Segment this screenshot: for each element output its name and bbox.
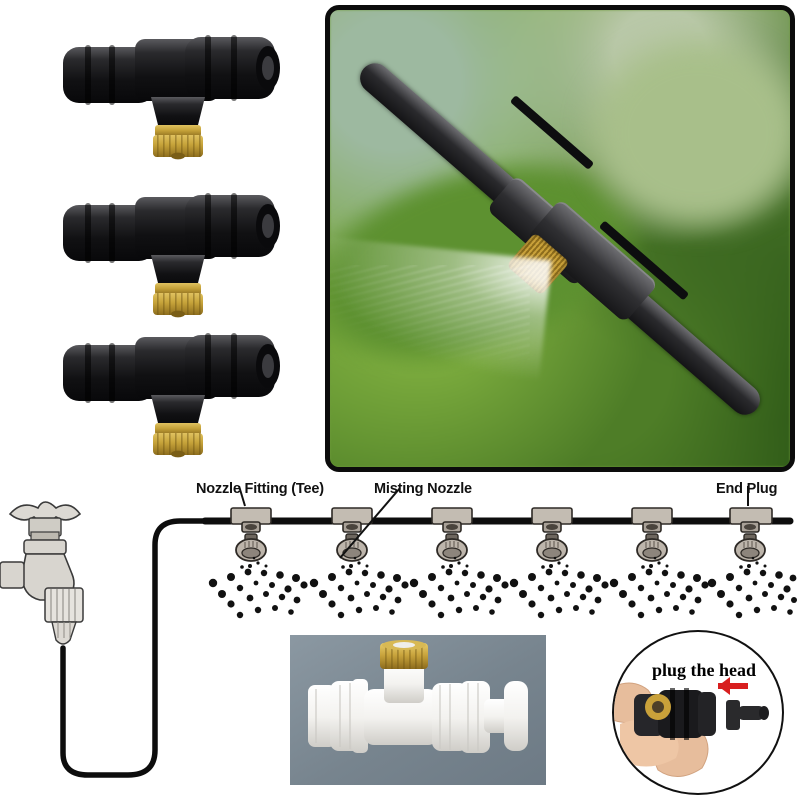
product-photo	[325, 5, 795, 472]
label-nozzle-fitting-tee: Nozzle Fitting (Tee)	[196, 481, 324, 497]
black-tee-fitting-1	[63, 35, 280, 160]
mist-cluster	[309, 556, 409, 619]
red-arrow-icon	[718, 677, 748, 695]
nozzle-assembly	[331, 507, 373, 562]
plug-the-head-caption: plug the head	[651, 660, 757, 680]
misting-system-diagram	[0, 485, 797, 778]
nozzle-assembly	[631, 507, 673, 562]
inset-circle: plug the head	[612, 630, 784, 795]
label-end-plug: End Plug	[716, 481, 778, 497]
mist-cluster	[509, 556, 609, 619]
mist-cluster	[707, 556, 797, 619]
garden-faucet	[0, 501, 84, 645]
black-tee-fitting-3	[63, 333, 280, 458]
nozzle-assembly-end-plug	[729, 507, 773, 562]
label-misting-nozzle: Misting Nozzle	[374, 481, 472, 497]
plug-the-head-inset: plug the head	[612, 630, 784, 795]
nozzle-assembly	[531, 507, 573, 562]
nozzle-assembly	[431, 507, 473, 562]
supply-hose	[60, 518, 243, 778]
mist-cluster	[409, 556, 509, 619]
nozzle-assembly	[230, 507, 272, 562]
mist-dots	[208, 556, 797, 619]
water-mist-streaks	[330, 265, 530, 360]
nozzle-assemblies	[230, 507, 773, 562]
mist-cluster	[609, 556, 709, 619]
mist-cluster	[208, 556, 308, 619]
leaf-blur-right	[578, 28, 790, 239]
leader-line-misting-nozzle	[339, 487, 401, 559]
white-fitting-photo	[290, 635, 546, 785]
leader-line-nozzle-fitting	[238, 485, 246, 507]
black-fitting-in-hand	[634, 688, 716, 740]
plug-part	[726, 700, 769, 730]
black-tee-fitting-2	[63, 193, 280, 318]
